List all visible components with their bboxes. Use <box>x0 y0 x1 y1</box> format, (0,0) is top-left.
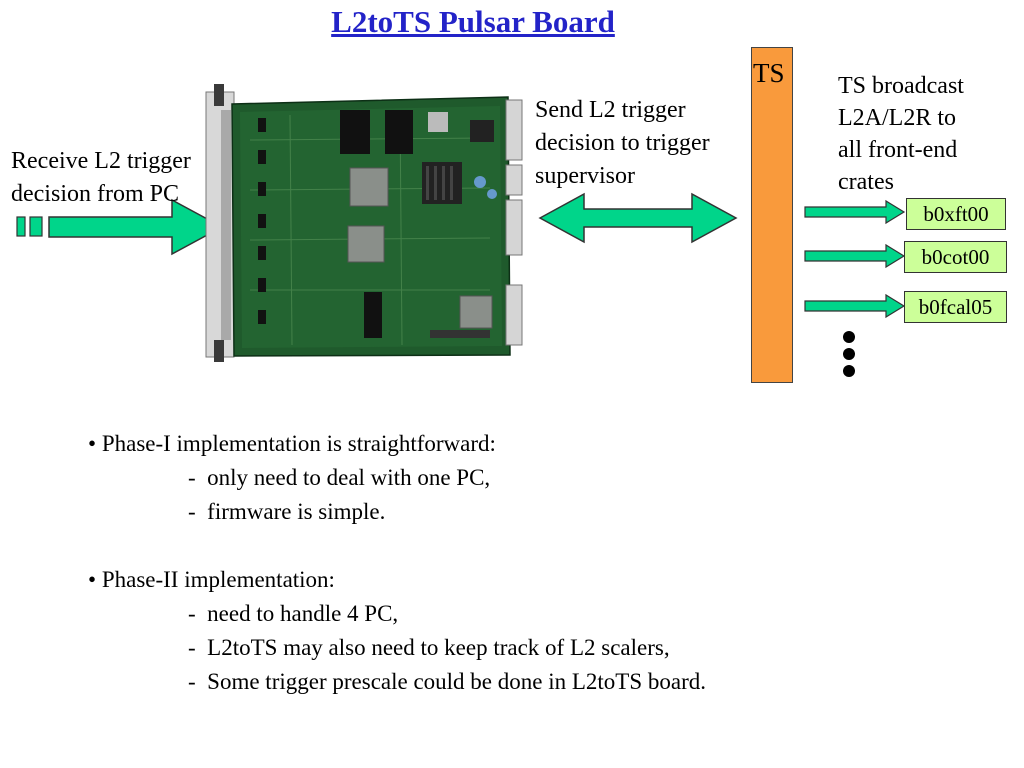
broadcast-label: TS broadcast L2A/L2R to all front-end cr… <box>838 70 964 198</box>
broadcast-label-line-2: L2A/L2R to <box>838 105 956 131</box>
sub-bullet: - firmware is simple. <box>188 499 386 524</box>
receive-arrow <box>48 198 224 256</box>
send-double-arrow <box>538 192 738 244</box>
send-label-line-3: supervisor <box>535 163 635 189</box>
broadcast-label-line-3: all front-end <box>838 137 958 163</box>
broadcast-arrow-1 <box>804 243 906 269</box>
bullet-2: • Phase-II implementation: <box>88 563 335 597</box>
page-title: L2toTS Pulsar Board <box>331 4 615 39</box>
bullet-marker: • <box>88 431 102 456</box>
sub-bullet: - L2toTS may also need to keep track of … <box>188 635 670 660</box>
sub-bullet-text: need to handle 4 PC, <box>207 601 399 626</box>
sub-bullet-text: L2toTS may also need to keep track of L2… <box>207 635 670 660</box>
ellipsis-dot <box>843 365 855 377</box>
receive-label-line-2: decision from PC <box>11 181 179 207</box>
send-label-line-1: Send L2 trigger <box>535 97 686 123</box>
bullet-text: Phase-I implementation is straightforwar… <box>101 431 496 456</box>
input-stub-bar-2 <box>29 216 43 237</box>
broadcast-label-line-1: TS broadcast <box>838 73 964 99</box>
sub-bullet: - only need to deal with one PC, <box>188 465 491 490</box>
sub-bullet: - Some trigger prescale could be done in… <box>188 669 707 694</box>
bullet-marker: • <box>88 567 102 592</box>
sub-bullet-text: firmware is simple. <box>207 499 386 524</box>
crate-box: b0xft00 <box>906 198 1006 230</box>
bullet-text: Phase-II implementation: <box>101 567 335 592</box>
input-stub-bar-1 <box>16 216 26 237</box>
send-label-line-2: decision to trigger <box>535 130 710 156</box>
sub-bullet-text: Some trigger prescale could be done in L… <box>207 669 707 694</box>
ellipsis-dot <box>843 331 855 343</box>
broadcast-arrow-0 <box>804 199 906 225</box>
ellipsis-dot <box>843 348 855 360</box>
pulsar-board-image <box>205 84 523 362</box>
broadcast-label-line-4: crates <box>838 169 894 195</box>
ts-label: TS <box>753 58 785 88</box>
crate-box: b0fcal05 <box>904 291 1007 323</box>
sub-bullet-text: only need to deal with one PC, <box>207 465 491 490</box>
receive-label-line-1: Receive L2 trigger <box>11 148 191 174</box>
receive-label: Receive L2 trigger decision from PC <box>11 145 191 211</box>
bullet-1: • Phase-I implementation is straightforw… <box>88 427 496 461</box>
crate-box: b0cot00 <box>904 241 1007 273</box>
trigger-supervisor-bar <box>751 47 793 383</box>
broadcast-arrow-2 <box>804 293 906 319</box>
send-label: Send L2 trigger decision to trigger supe… <box>535 94 710 193</box>
sub-bullet: - need to handle 4 PC, <box>188 601 399 626</box>
